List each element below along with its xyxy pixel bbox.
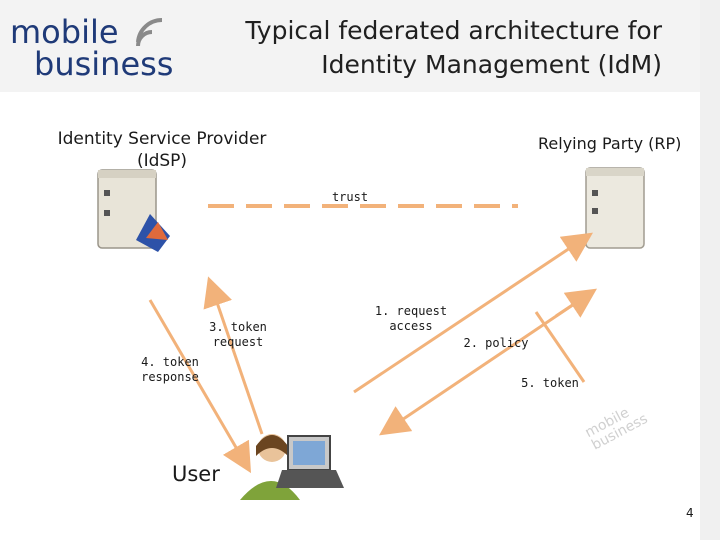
request-access-line1: 1. request (374, 304, 448, 318)
policy-label: 2. policy (463, 336, 529, 350)
user-label: User (172, 462, 220, 486)
token-label: 5. token (521, 376, 579, 390)
arrow-token-request (203, 276, 264, 435)
token-request-line1: 3. token (209, 320, 267, 334)
token-response-label: 4. token response (130, 355, 210, 385)
right-edge-strip (700, 0, 720, 540)
header-band: mobile business Typical federated archit… (0, 0, 700, 92)
logo-signal-icon (136, 17, 163, 47)
arrow-request-access (353, 232, 593, 394)
idsp-server-icon (97, 169, 170, 252)
logo-text-mobile: mobile (10, 13, 119, 51)
user-icon (240, 434, 344, 500)
token-response-line1: 4. token (141, 355, 199, 369)
slide-title: Typical federated architecture for Ident… (202, 14, 662, 82)
arrow-token-5 (555, 288, 597, 318)
request-access-label: 1. request access (366, 304, 456, 334)
rp-server-icon (585, 167, 645, 249)
title-line-2: Identity Management (IdM) (321, 50, 662, 79)
trust-label: trust (331, 190, 369, 204)
arrow-token-5-segment (534, 311, 586, 383)
idsp-label: Identity Service Provider (IdSP) (46, 128, 278, 172)
idsp-label-line2: (IdSP) (136, 151, 188, 171)
request-access-line2: access (389, 319, 433, 333)
token-response-line2: response (141, 370, 199, 384)
logo-text-business: business (34, 45, 174, 83)
arrow-token-response (148, 299, 252, 474)
title-line-1: Typical federated architecture for (245, 16, 662, 45)
rp-label: Relying Party (RP) (538, 134, 682, 153)
page-number: 4 (686, 506, 694, 520)
idsp-label-line1: Identity Service Provider (57, 129, 267, 149)
token-request-line2: request (212, 335, 264, 349)
token-request-label: 3. token request (198, 320, 278, 350)
